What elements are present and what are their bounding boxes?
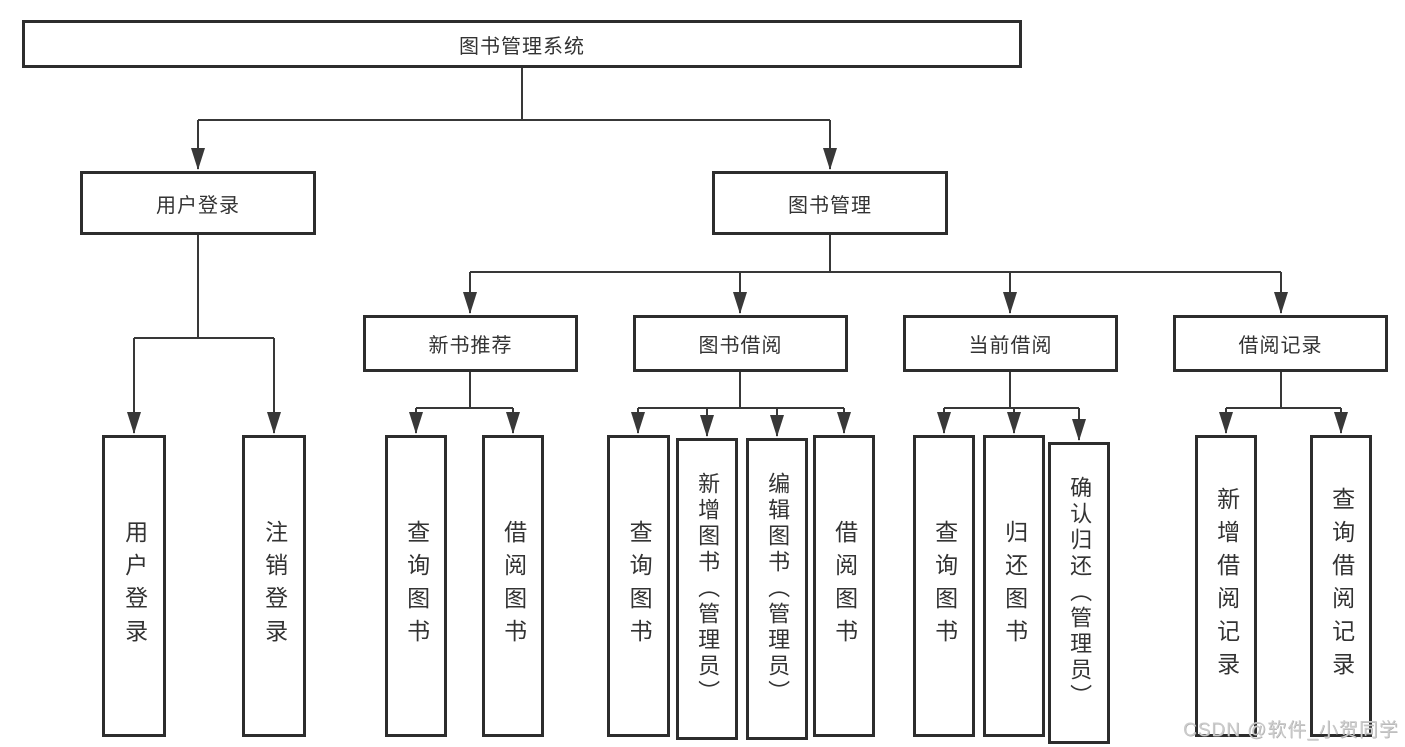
node-borrow-records: 借阅记录 (1173, 315, 1388, 372)
leaf-borrow-book-1: 借阅图书 (482, 435, 544, 737)
node-label: 归还图书 (1001, 520, 1028, 652)
node-label: 当前借阅 (968, 335, 1053, 357)
node-label: 新增图书（管理员） (695, 472, 721, 706)
node-label: 确认归还（管理员） (1067, 476, 1093, 710)
leaf-add-borrow-record: 新增借阅记录 (1195, 435, 1257, 737)
node-label: 图书管理 (788, 194, 872, 217)
node-label: 查询借阅记录 (1328, 487, 1355, 685)
leaf-query-book-3: 查询图书 (913, 435, 975, 737)
node-label: 查询图书 (626, 520, 653, 652)
node-root: 图书管理系统 (22, 20, 1022, 68)
node-label: 借阅图书 (831, 520, 858, 652)
node-current-borrow: 当前借阅 (903, 315, 1118, 372)
node-label: 查询图书 (931, 520, 958, 652)
leaf-query-book-2: 查询图书 (607, 435, 670, 737)
leaf-add-book-admin: 新增图书（管理员） (676, 438, 738, 740)
node-user-login: 用户登录 (80, 171, 316, 235)
node-label: 注销登录 (261, 520, 288, 652)
leaf-logout: 注销登录 (242, 435, 306, 737)
node-label: 借阅记录 (1238, 335, 1323, 357)
node-label: 编辑图书（管理员） (765, 472, 791, 706)
node-label: 查询图书 (403, 520, 430, 652)
node-book-management: 图书管理 (712, 171, 948, 235)
node-label: 新增借阅记录 (1213, 487, 1240, 685)
leaf-query-borrow-record: 查询借阅记录 (1310, 435, 1372, 737)
node-label: 用户登录 (156, 194, 240, 217)
node-label: 图书管理系统 (459, 35, 585, 58)
node-label: 新书推荐 (428, 335, 513, 357)
node-new-book-recommend: 新书推荐 (363, 315, 578, 372)
node-label: 借阅图书 (500, 520, 527, 652)
leaf-confirm-return-admin: 确认归还（管理员） (1048, 442, 1110, 744)
node-label: 图书借阅 (698, 335, 783, 357)
node-label: 用户登录 (121, 520, 148, 652)
leaf-return-book: 归还图书 (983, 435, 1045, 737)
leaf-user-login: 用户登录 (102, 435, 166, 737)
leaf-query-book-1: 查询图书 (385, 435, 447, 737)
leaf-borrow-book-2: 借阅图书 (813, 435, 875, 737)
node-book-borrow: 图书借阅 (633, 315, 848, 372)
leaf-edit-book-admin: 编辑图书（管理员） (746, 438, 808, 740)
